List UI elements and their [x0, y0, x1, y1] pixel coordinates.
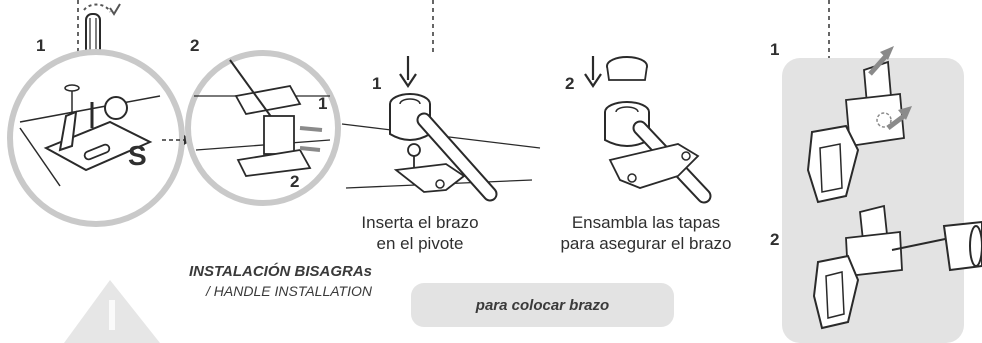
section-title: INSTALACIÓN BISAGRAs — [188, 263, 372, 280]
caption-insert-arm: Inserta el brazo en el pivote — [320, 212, 520, 254]
detail-circle-screw — [7, 49, 185, 227]
arm-pivot-illustration — [341, 56, 541, 202]
caption-line: Inserta el brazo — [361, 213, 479, 232]
step-number: 1 — [318, 94, 328, 113]
caption-line: en el pivote — [376, 234, 464, 253]
cap-assembly-illustration — [584, 56, 712, 204]
detail-circle-insert — [185, 50, 341, 206]
step-number: 1 — [770, 40, 780, 59]
warning-icon — [64, 280, 160, 343]
hinge-top-illustration — [806, 46, 912, 204]
step-number: 2 — [290, 172, 300, 191]
caption-line: Ensambla las tapas — [571, 213, 721, 232]
step-number: 1 — [372, 74, 382, 93]
place-arm-button[interactable]: para colocar brazo — [411, 283, 674, 327]
step-number: 1 — [36, 36, 46, 55]
caption-assemble-caps: Ensambla las tapas para asegurar el braz… — [528, 212, 764, 254]
circle-letter: S — [128, 140, 147, 171]
step-number: 2 — [565, 74, 575, 93]
caption-line: para asegurar el brazo — [560, 234, 732, 253]
step-number: 2 — [770, 230, 780, 249]
step-number: 2 — [190, 36, 200, 55]
hinge-bottom-illustration — [812, 204, 982, 330]
section-subtitle: / HANDLE INSTALLATION — [206, 283, 372, 299]
place-arm-button-label: para colocar brazo — [475, 296, 610, 314]
